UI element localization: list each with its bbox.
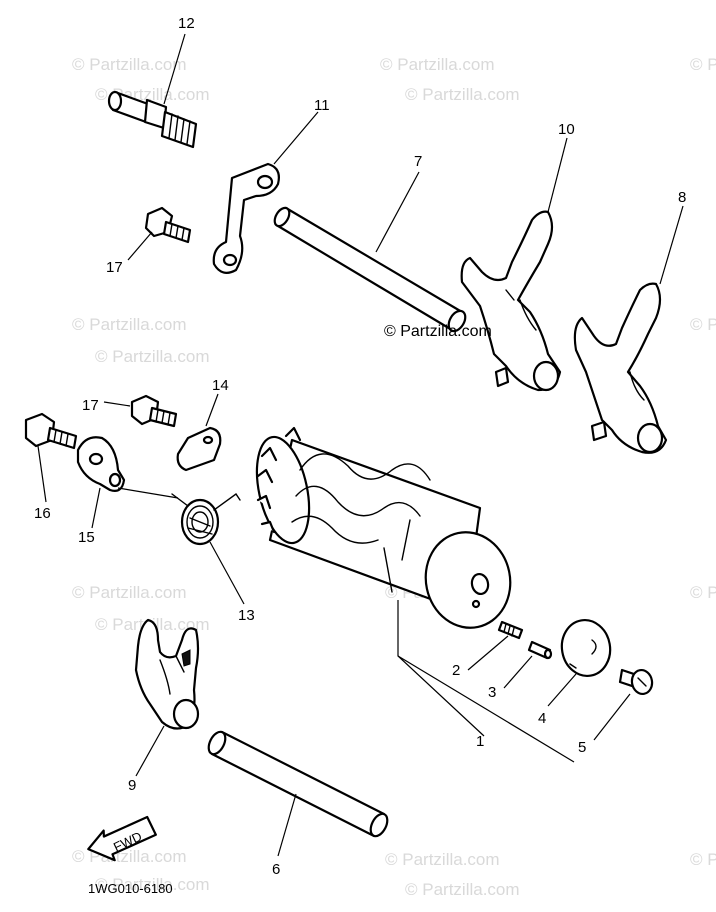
part-4-plate[interactable]: [558, 616, 615, 679]
callout-8: 8: [678, 189, 686, 206]
part-17-screw-upper[interactable]: [144, 206, 192, 244]
part-1-shift-drum[interactable]: [248, 426, 519, 636]
watermark: © Partzilla.com: [72, 315, 187, 334]
callout-15: 15: [78, 529, 95, 546]
part-12-stud-bolt[interactable]: [107, 90, 198, 149]
part-5-screw[interactable]: [618, 668, 654, 696]
watermark: © Partzilla.com: [380, 55, 495, 74]
callout-labels: 12 11 17 7 10 8 14 17 16 15 13 2 3 4 1 5…: [34, 15, 686, 878]
callout-11: 11: [314, 97, 330, 114]
center-watermark: © Partzilla.com: [384, 323, 492, 340]
leader-lines: [37, 33, 684, 857]
part-13-spring[interactable]: [171, 493, 241, 546]
part-15-arm[interactable]: [76, 436, 126, 492]
watermark: © Partzilla.com: [95, 875, 210, 894]
callout-1: 1: [476, 733, 484, 750]
watermark: © Partzilla.com: [690, 583, 716, 602]
callout-3: 3: [488, 684, 496, 701]
callout-4: 4: [538, 710, 546, 727]
callout-16: 16: [34, 505, 51, 522]
callout-12: 12: [178, 15, 195, 32]
part-6-shaft[interactable]: [205, 729, 390, 839]
catalog-code: 1WG010-6180: [88, 881, 173, 896]
watermark: © Partzilla.com: [690, 315, 716, 334]
callout-5: 5: [578, 739, 586, 756]
callout-14: 14: [212, 377, 229, 394]
watermark: © Partzilla.com: [95, 347, 210, 366]
watermark: © Partzilla.com: [385, 850, 500, 869]
watermark: © Partzilla.com: [405, 85, 520, 104]
part-16-bolt[interactable]: [24, 412, 78, 450]
watermark: © Partzilla.com: [690, 850, 716, 869]
part-9-shift-fork[interactable]: [134, 618, 200, 730]
callout-9: 9: [128, 777, 136, 794]
part-3-pin[interactable]: [527, 640, 553, 660]
watermark: © Partzilla.com: [405, 880, 520, 899]
callout-17: 17: [106, 259, 123, 276]
part-10-shift-fork[interactable]: [460, 210, 562, 392]
callout-2: 2: [452, 662, 460, 679]
part-11-bracket[interactable]: [212, 162, 280, 275]
callout-7: 7: [414, 153, 422, 170]
watermark: © Partzilla.com: [72, 55, 187, 74]
callout-13: 13: [238, 607, 255, 624]
watermark: © Partzilla.com: [72, 583, 187, 602]
callout-6: 6: [272, 861, 280, 878]
part-14-lock-plate[interactable]: [176, 426, 222, 472]
part-2-pin[interactable]: [497, 620, 524, 640]
watermark: © Partzilla.com: [690, 55, 716, 74]
part-8-shift-fork[interactable]: [573, 282, 668, 454]
part-7-shaft[interactable]: [272, 205, 469, 334]
part-17-screw-lower[interactable]: [130, 394, 178, 428]
callout-17: 17: [82, 397, 99, 414]
callout-10: 10: [558, 121, 575, 138]
